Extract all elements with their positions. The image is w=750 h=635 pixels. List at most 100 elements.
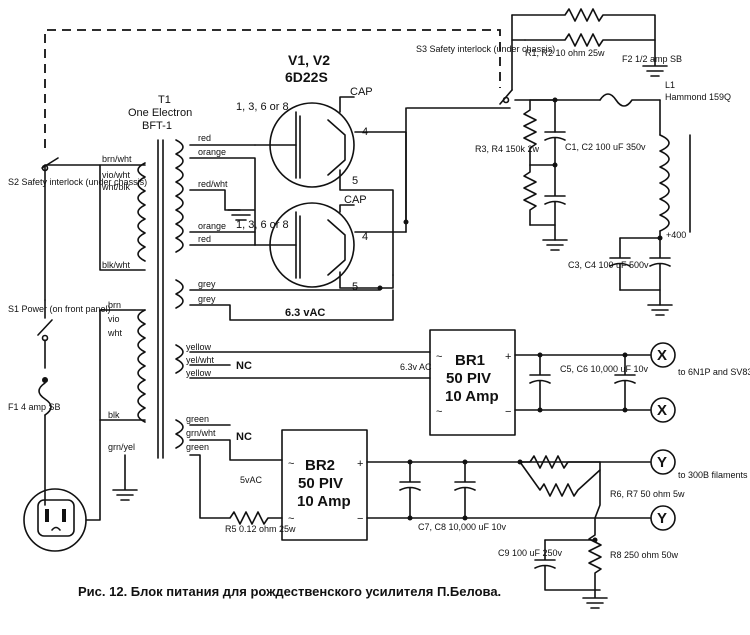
br1-minus: − [505,406,511,418]
tube-label: V1, V2 [288,52,330,68]
tap-grey-1: grey [198,279,216,289]
switch-s3 [499,89,513,105]
resistor-r3-r4 [523,99,537,226]
c3c4-label: C3, C4 100 uF 500v [568,260,649,270]
tap-grnyel: grn/yel [108,442,135,452]
capacitor-c3-c4 [609,237,673,316]
terminal-x2 [650,397,676,423]
tap-redwht: red/wht [198,179,228,189]
r8-label: R8 250 ohm 50w [610,550,679,560]
t1-name: One Electron [128,107,192,119]
capacitor-c5-c6 [529,354,636,411]
filaments-label: to 300B filaments [678,470,748,480]
ground-c1c2 [542,239,568,251]
tube-pin5-1: 5 [352,175,358,187]
tap-yellow-2: yellow [186,368,212,378]
tap-green-2: green [186,442,209,452]
terminal-y1-label: Y [657,454,667,471]
br1-plus: + [505,351,511,363]
terminal-x1 [650,342,676,368]
c7c8-label: C7, C8 10,000 uF 10v [418,522,507,532]
f2-label: F2 1/2 amp SB [622,54,682,64]
capacitor-c7-c8 [399,461,476,519]
tap-blk: blk [108,410,120,420]
s2-label: S2 Safety interlock (under chassis) [8,177,147,187]
tube-pin5-2: 5 [352,281,358,293]
tube-pins-1: 1, 3, 6 or 8 [236,101,289,113]
plus400-label: +400 [666,230,686,240]
br1-piv: 50 PIV [446,370,491,387]
tube-v2 [254,202,407,289]
nc-label-2: NC [236,431,252,443]
c9-label: C9 100 uF 250v [498,548,563,558]
terminal-y2 [650,505,676,531]
r5-label: R5 0.12 ohm 25w [225,524,296,534]
capacitor-c9 [534,539,601,591]
tap-brn: brn [108,300,121,310]
fuse-f2 [599,93,661,107]
tap-red-1: red [198,133,211,143]
br2-amp: 10 Amp [297,493,351,510]
t1-ref: T1 [158,94,171,106]
heaters-label: to 6N1P and SV83 heaters [678,367,750,377]
tap-green-1: green [186,414,209,424]
terminal-x2-label: X [657,402,667,419]
r3r4-label: R3, R4 150k 2w [475,144,540,154]
resistor-r6-r7 [519,455,601,519]
r6r7-label: R6, R7 50 ohm 5w [610,489,685,499]
terminal-y1 [650,449,676,475]
bridge-br2 [281,429,368,541]
br1-amp: 10 Amp [445,388,499,405]
br2-ref: BR2 [305,457,335,474]
f1-label: F1 4 amp SB [8,402,61,412]
ground-f2 [642,59,668,77]
tap-orange-1: orange [198,147,226,157]
v63-label: 6.3v AC [400,362,432,372]
switch-s2 [41,157,59,172]
tube-pins-2: 1, 3, 6 or 8 [236,219,289,231]
tube-pin4-2: 4 [362,231,368,243]
v63ac-label: 6.3 vAC [285,307,325,319]
tube-cap-2: CAP [344,194,367,206]
br2-tilde-2: ~ [288,513,294,525]
tap-whtblk: wht/blk [101,182,131,192]
interlock-linkage [44,29,501,148]
tube-type: 6D22S [285,69,328,85]
tap-blkwht: blk/wht [102,260,131,270]
figure-caption: Рис. 12. Блок питания для рождественског… [78,584,502,599]
br2-plus: + [357,458,363,470]
c1c2-label: C1, C2 100 uF 350v [565,142,646,152]
tap-wht: wht [107,328,123,338]
br2-tilde-1: ~ [288,458,294,470]
tap-viowht: vio/wht [102,170,131,180]
bridge-br1 [429,329,516,436]
v5ac-label: 5vAC [240,475,263,485]
br2-piv: 50 PIV [298,475,343,492]
tap-grnwht: grn/wht [186,428,216,438]
terminal-x1-label: X [657,347,667,364]
l1-name: Hammond 159Q [665,92,731,102]
transformer-t1 [112,139,184,501]
t1-model: BFT-1 [142,120,172,132]
tap-yelwht: yel/wht [186,355,215,365]
tap-red-2: red [198,234,211,244]
br1-tilde-1: ~ [436,351,442,363]
choke-l1 [659,99,691,239]
br1-ref: BR1 [455,352,485,369]
resistor-r1-r2 [511,8,656,91]
tube-v1 [254,96,407,276]
s3-label: S3 Safety interlock (under chassis) [416,44,555,54]
tap-vio: vio [108,314,120,324]
c5c6-label: C5, C6 10,000 uF 10v [560,364,649,374]
terminal-y2-label: Y [657,510,667,527]
switch-s1 [37,299,53,369]
tap-orange-2: orange [198,221,226,231]
ac-outlet [23,419,101,552]
resistor-r8 [588,517,602,591]
br2-minus: − [357,513,363,525]
s1-label: S1 Power (on front panel) [8,304,111,314]
r1r2-label: R1, R2 10 ohm 25w [525,48,605,58]
br1-tilde-2: ~ [436,406,442,418]
